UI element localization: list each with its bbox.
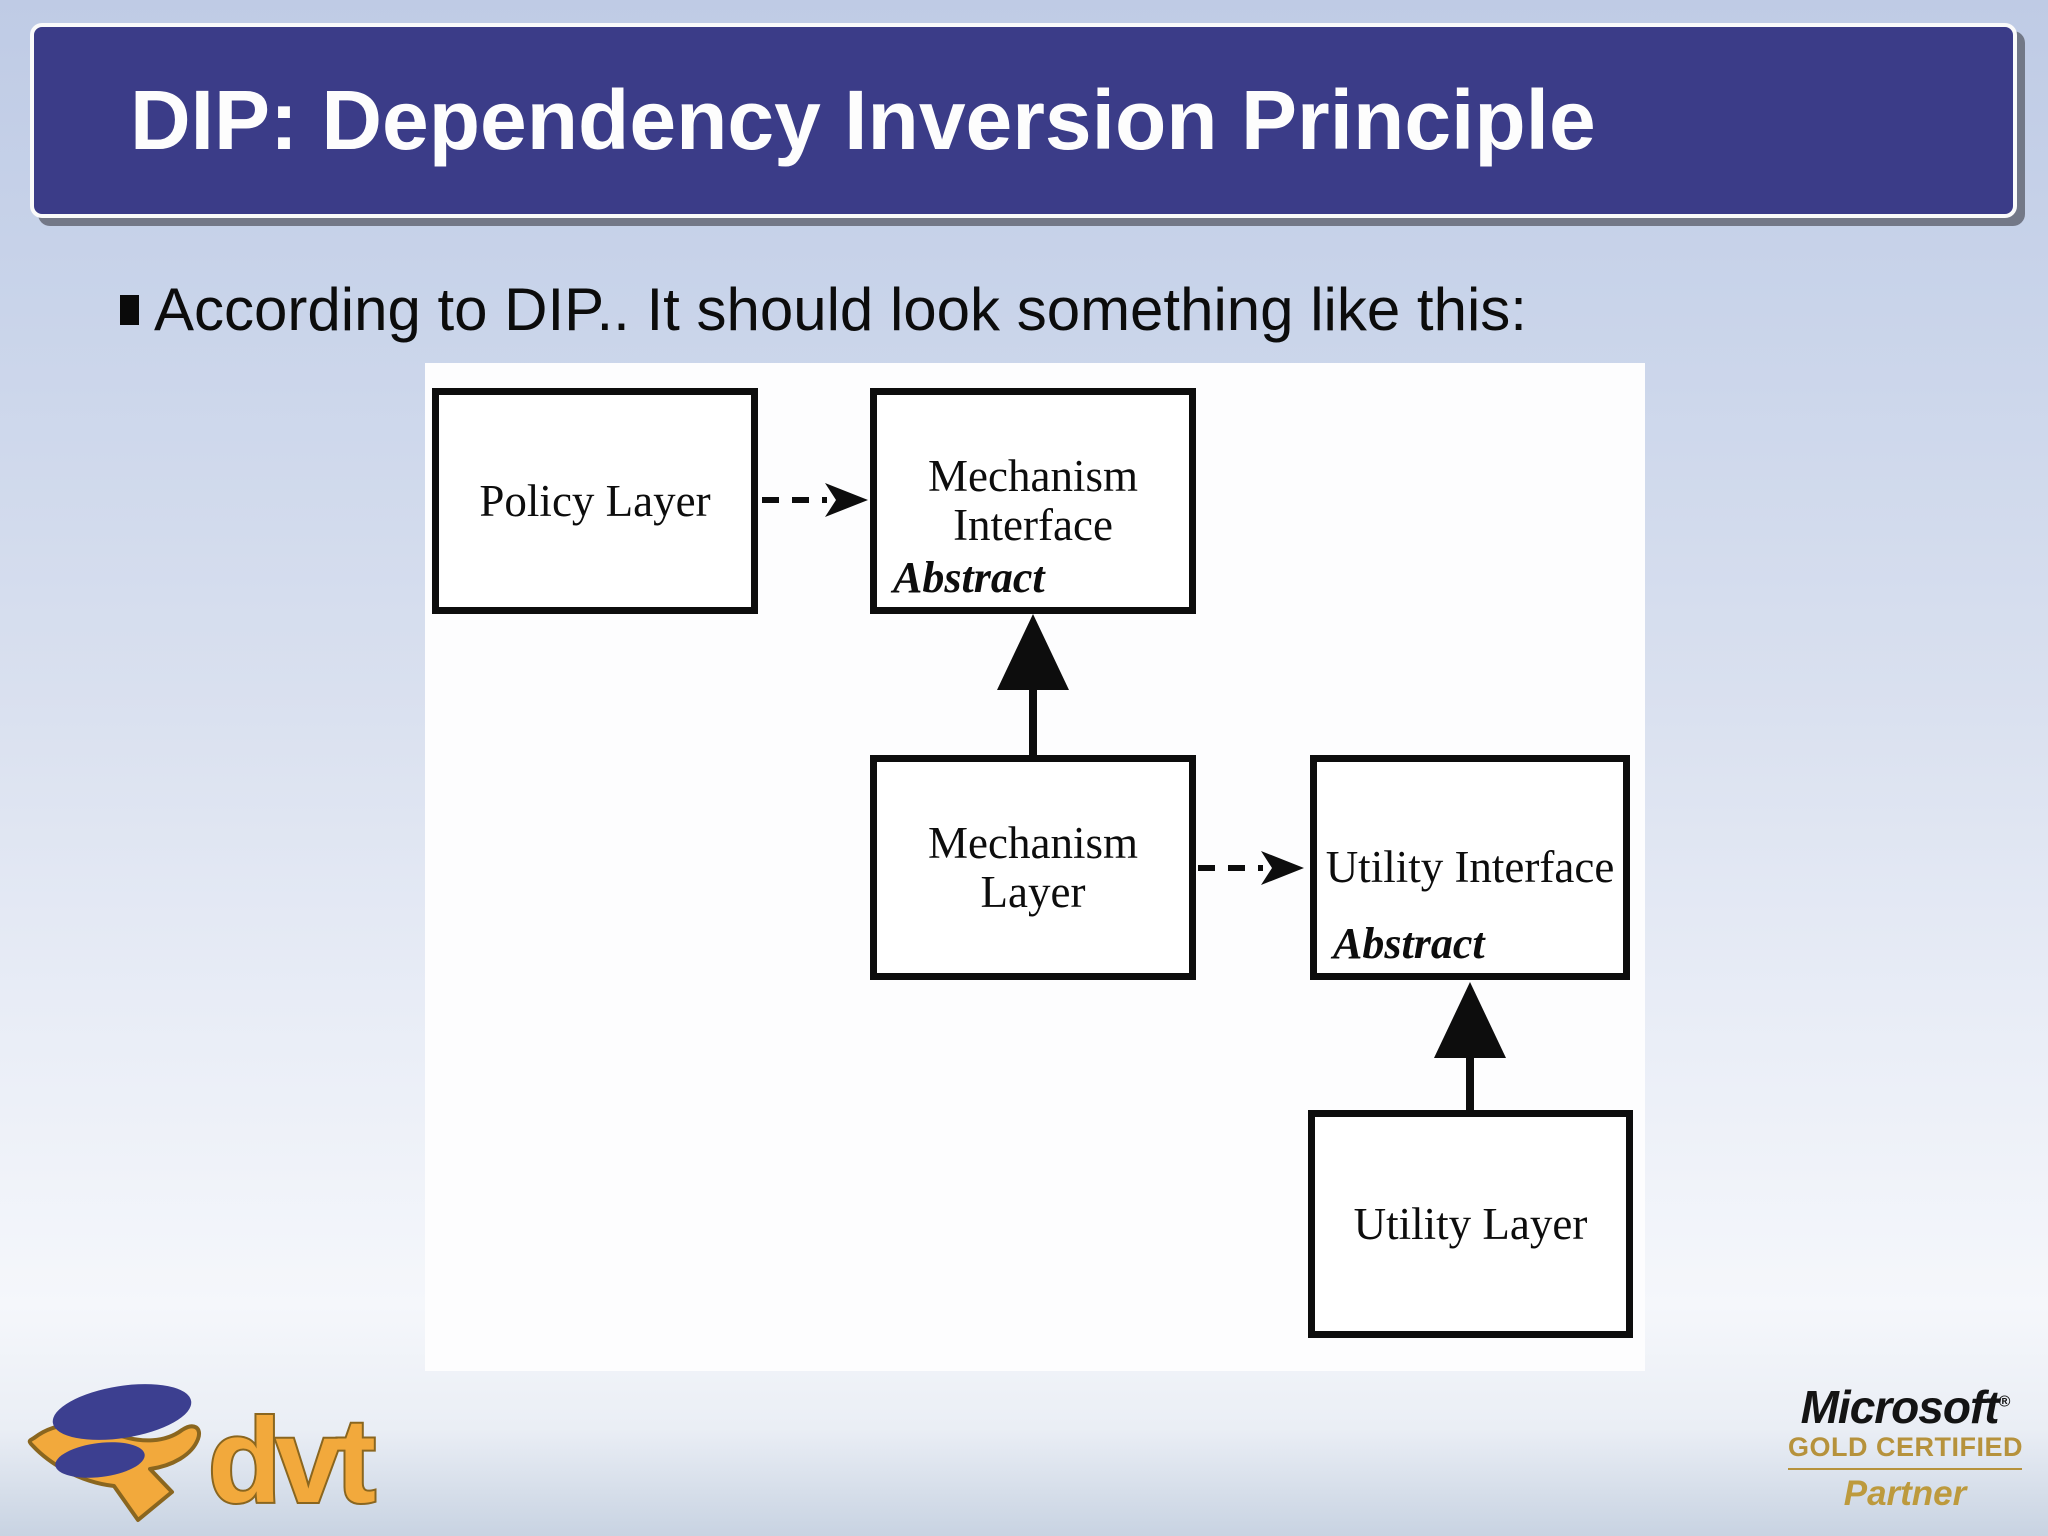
uml-box-label: Policy Layer bbox=[479, 475, 711, 526]
registered-mark-icon: ® bbox=[1998, 1393, 2011, 1411]
uml-box-mechanism-layer: Mechanism Layer bbox=[870, 755, 1196, 980]
gold-certified-label: GOLD CERTIFIED bbox=[1788, 1432, 2023, 1462]
square-bullet-icon bbox=[120, 295, 139, 325]
page-title: DIP: Dependency Inversion Principle bbox=[130, 73, 1596, 167]
uml-box-utility-layer: Utility Layer bbox=[1308, 1110, 1633, 1338]
uml-box-utility-interface: Utility Interface Abstract bbox=[1310, 755, 1630, 980]
gold-divider-line bbox=[1788, 1468, 2022, 1470]
dvt-logo-inner-lens bbox=[55, 1442, 145, 1478]
uml-box-label: Mechanism Layer bbox=[928, 817, 1138, 917]
uml-box-label: Mechanism Interface bbox=[928, 451, 1138, 550]
microsoft-gold-certified-partner-logo: Microsoft® GOLD CERTIFIED Partner bbox=[1788, 1384, 2023, 1513]
uml-box-mechanism-interface: Mechanism Interface Abstract bbox=[870, 388, 1196, 614]
dvt-logo: dvt bbox=[27, 1384, 383, 1530]
uml-diagram-panel: Policy Layer Mechanism Interface Abstrac… bbox=[425, 363, 1645, 1371]
dependency-arrow-mechanism-layer-to-utility-interface bbox=[1198, 851, 1304, 885]
inheritance-arrow-utility-layer-to-interface bbox=[1434, 982, 1506, 1112]
bullet-row: According to DIP.. It should look someth… bbox=[120, 272, 1527, 347]
dvt-logo-wordmark: dvt bbox=[208, 1394, 375, 1528]
uml-box-label: Utility Layer bbox=[1353, 1198, 1588, 1249]
inheritance-arrow-mechanism-layer-to-interface bbox=[997, 614, 1069, 757]
microsoft-brand-text: Microsoft bbox=[1800, 1381, 2000, 1433]
uml-box-policy-layer: Policy Layer bbox=[432, 388, 758, 614]
microsoft-wordmark: Microsoft® bbox=[1788, 1384, 2022, 1430]
uml-box-label: Utility Interface bbox=[1325, 842, 1615, 893]
abstract-stereotype-label: Abstract bbox=[1333, 919, 1485, 968]
dvt-logo-blue-lens bbox=[52, 1384, 192, 1440]
dependency-arrow-policy-to-mechanism-interface bbox=[762, 483, 868, 517]
bullet-text: According to DIP.. It should look someth… bbox=[154, 276, 1527, 343]
abstract-stereotype-label: Abstract bbox=[893, 553, 1045, 602]
diagram-connectors bbox=[762, 483, 1506, 1112]
partner-label: Partner bbox=[1843, 1474, 1967, 1513]
title-bar: DIP: Dependency Inversion Principle bbox=[30, 23, 2017, 218]
